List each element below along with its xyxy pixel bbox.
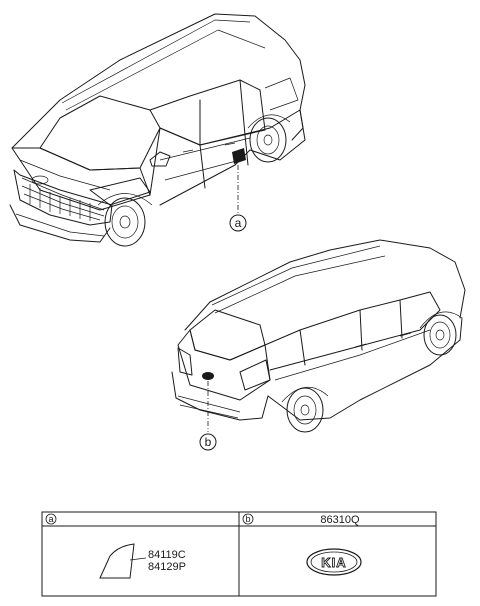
part-number-84129P: 84129P [148, 561, 186, 573]
adhesive-tape-icon [99, 543, 147, 579]
part-number-84119C: 84119C [148, 549, 186, 561]
front-van-illustration [9, 13, 306, 247]
part-number-86310Q: 86310Q [320, 514, 360, 526]
parts-table: a b 86310Q 84119C 84129P KIA [41, 511, 437, 597]
svg-text:a: a [235, 216, 242, 230]
rear-van-illustration [171, 239, 466, 433]
svg-text:b: b [205, 435, 212, 449]
callout-b: b [199, 433, 217, 451]
kia-emblem-icon: KIA [306, 548, 362, 576]
emblem-text: KIA [321, 555, 346, 570]
table-header-a: a [45, 513, 57, 525]
callout-a: a [229, 214, 247, 232]
svg-text:b: b [245, 514, 250, 524]
table-header-b: b 86310Q [242, 513, 360, 526]
svg-text:a: a [48, 514, 53, 524]
